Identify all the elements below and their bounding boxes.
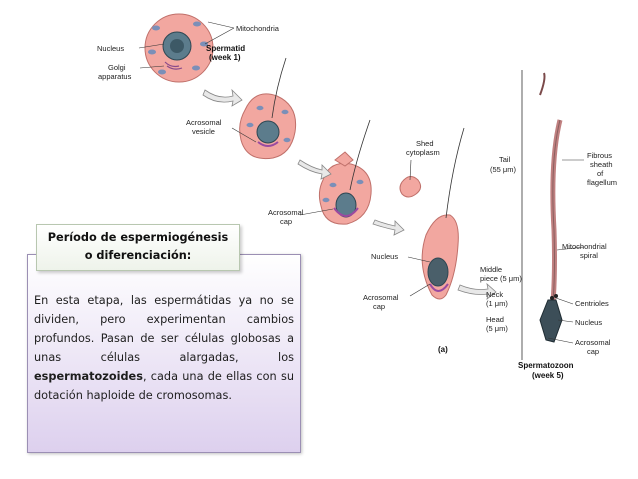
stage-arrows: [202, 88, 497, 300]
label-spermatozoon: Spermatozoon: [518, 361, 574, 370]
label-spermatozoon-week: (week 5): [532, 371, 564, 380]
label-tail-length: (55 μm): [490, 165, 516, 174]
info-text-part1: En esta etapa, las espermátidas ya no se…: [34, 294, 294, 364]
label-panel-a: (a): [438, 345, 448, 354]
label-fibrous-sheath: sheath: [590, 160, 613, 169]
label-golgi: Golgi: [108, 63, 126, 72]
label-acrosomal-vesicle-2: vesicle: [192, 127, 215, 136]
title-line-2: o diferenciación:: [84, 249, 192, 262]
elongated-spermatid: [421, 127, 465, 300]
label-middle-piece: piece (5 μm): [480, 274, 522, 283]
leader-lines: [138, 21, 585, 344]
info-text: En esta etapa, las espermátidas ya no se…: [34, 291, 294, 405]
label-nucleus-2: Nucleus: [371, 252, 398, 261]
label-acrosomal-cap: Acrosomal: [268, 208, 304, 217]
label-flagellum: flagellum: [587, 178, 617, 187]
info-text-part2: , cada una de ellas con su dotación hapl…: [34, 370, 294, 402]
spermatozoon: [539, 72, 563, 343]
label-neck: Neck: [486, 290, 503, 299]
label-acrosomal-cap-2: cap: [280, 217, 292, 226]
info-box: En esta etapa, las espermátidas ya no se…: [27, 254, 301, 453]
label-acrosomal-cap-c2: cap: [587, 347, 599, 356]
label-mitochondria: Mitochondria: [236, 24, 280, 33]
spermatid-week1: [144, 13, 214, 83]
label-nucleus-3: Nucleus: [575, 318, 602, 327]
label-acrosomal-vesicle: Acrosomal: [186, 118, 222, 127]
label-neck-length: (1 μm): [486, 299, 508, 308]
label-mito-spiral: Mitochondrial: [562, 242, 607, 251]
label-spermatid: Spermatid: [206, 44, 245, 53]
label-mito-spiral-2: spiral: [580, 251, 598, 260]
spermatid-acrosomal-vesicle: [239, 57, 297, 160]
label-tail: Tail: [499, 155, 511, 164]
label-head-length: (5 μm): [486, 324, 508, 333]
label-nucleus: Nucleus: [97, 44, 124, 53]
title-box: Período de espermiogénesis o diferenciac…: [36, 224, 240, 271]
label-head: Head: [486, 315, 504, 324]
label-fibrous: Fibrous: [587, 151, 612, 160]
label-shed: Shed: [416, 139, 434, 148]
label-centrioles: Centrioles: [575, 299, 609, 308]
label-spermatid-week: (week 1): [209, 53, 241, 62]
shed-cytoplasm: [399, 176, 422, 198]
label-middle: Middle: [480, 265, 502, 274]
label-acrosomal-cap-c: Acrosomal: [575, 338, 611, 347]
label-shed-cytoplasm: cytoplasm: [406, 148, 440, 157]
info-text-bold: espermatozoides: [34, 370, 143, 383]
label-golgi-apparatus: apparatus: [98, 72, 132, 81]
title-line-1: Período de espermiogénesis: [47, 231, 229, 244]
label-fibrous-of: of: [597, 169, 604, 178]
label-acrosomal-cap-b: Acrosomal: [363, 293, 399, 302]
label-acrosomal-cap-b2: cap: [373, 302, 385, 311]
